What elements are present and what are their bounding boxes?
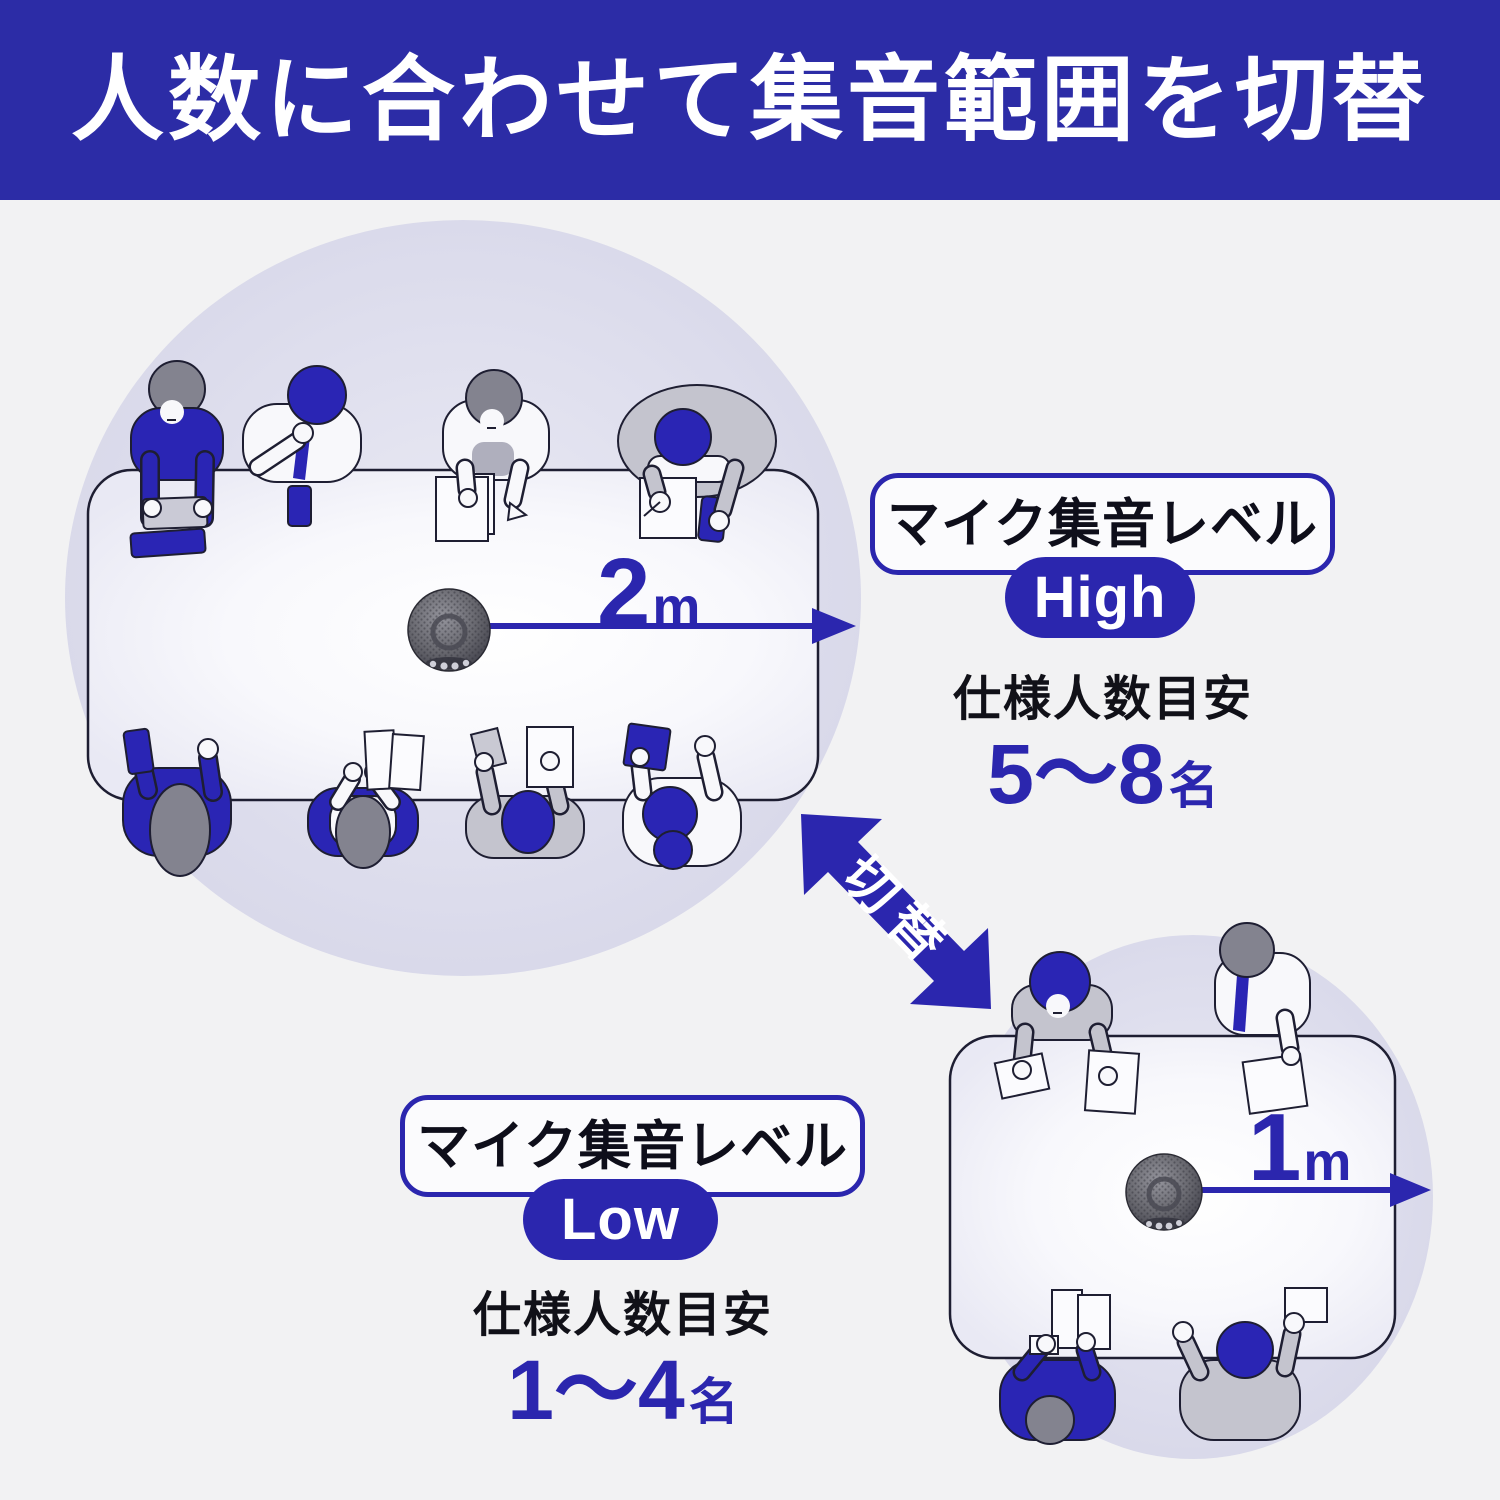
capacity-unit-low: 名 [688,1374,739,1430]
mic-level-pill-low: Low [523,1179,718,1260]
range-value: 1 [1248,1094,1302,1201]
mic-level-box-high: マイク集音レベル [870,473,1335,575]
person-6 [307,729,425,869]
capacity-caption-high: 仕様人数目安 [952,673,1253,726]
small-person-4 [1172,1287,1328,1441]
range-arrow-small [1170,1173,1431,1207]
mic-level-label-high: マイク集音レベル [887,494,1318,554]
capacity-value-low: 1〜4 [507,1343,685,1437]
small-person-2 [1214,922,1311,1115]
person-5 [122,727,232,877]
mic-level-label-low: マイク集音レベル [417,1116,848,1176]
banner: 人数に合わせて集音範囲を切替 [0,0,1500,200]
person-2 [242,365,362,527]
range-arrow-large [455,608,856,644]
person-3 [435,369,550,542]
person-4 [617,384,777,543]
range-value: 2 [597,539,651,646]
switch-arrow-icon [801,814,991,1009]
small-person-1 [993,951,1141,1115]
page-title: 人数に合わせて集音範囲を切替 [71,47,1429,152]
paper-icon [388,732,425,792]
smartphone-icon [287,485,312,527]
capacity-value-high: 5〜8 [987,727,1165,821]
person-7 [465,726,585,859]
range-unit: m [652,577,701,637]
paper-icon [1241,1053,1309,1115]
speakerphone-icon-small [1125,1153,1203,1231]
person-1 [129,360,224,559]
capacity-caption-low: 仕様人数目安 [472,1289,773,1342]
person-8 [622,722,742,870]
mic-level-pill-high: High [1005,557,1195,638]
small-person-3 [999,1289,1116,1445]
smartphone-icon [122,727,155,775]
range-unit: m [1303,1132,1352,1192]
speakerphone-icon-large [407,588,491,672]
capacity-unit-high: 名 [1168,758,1219,814]
